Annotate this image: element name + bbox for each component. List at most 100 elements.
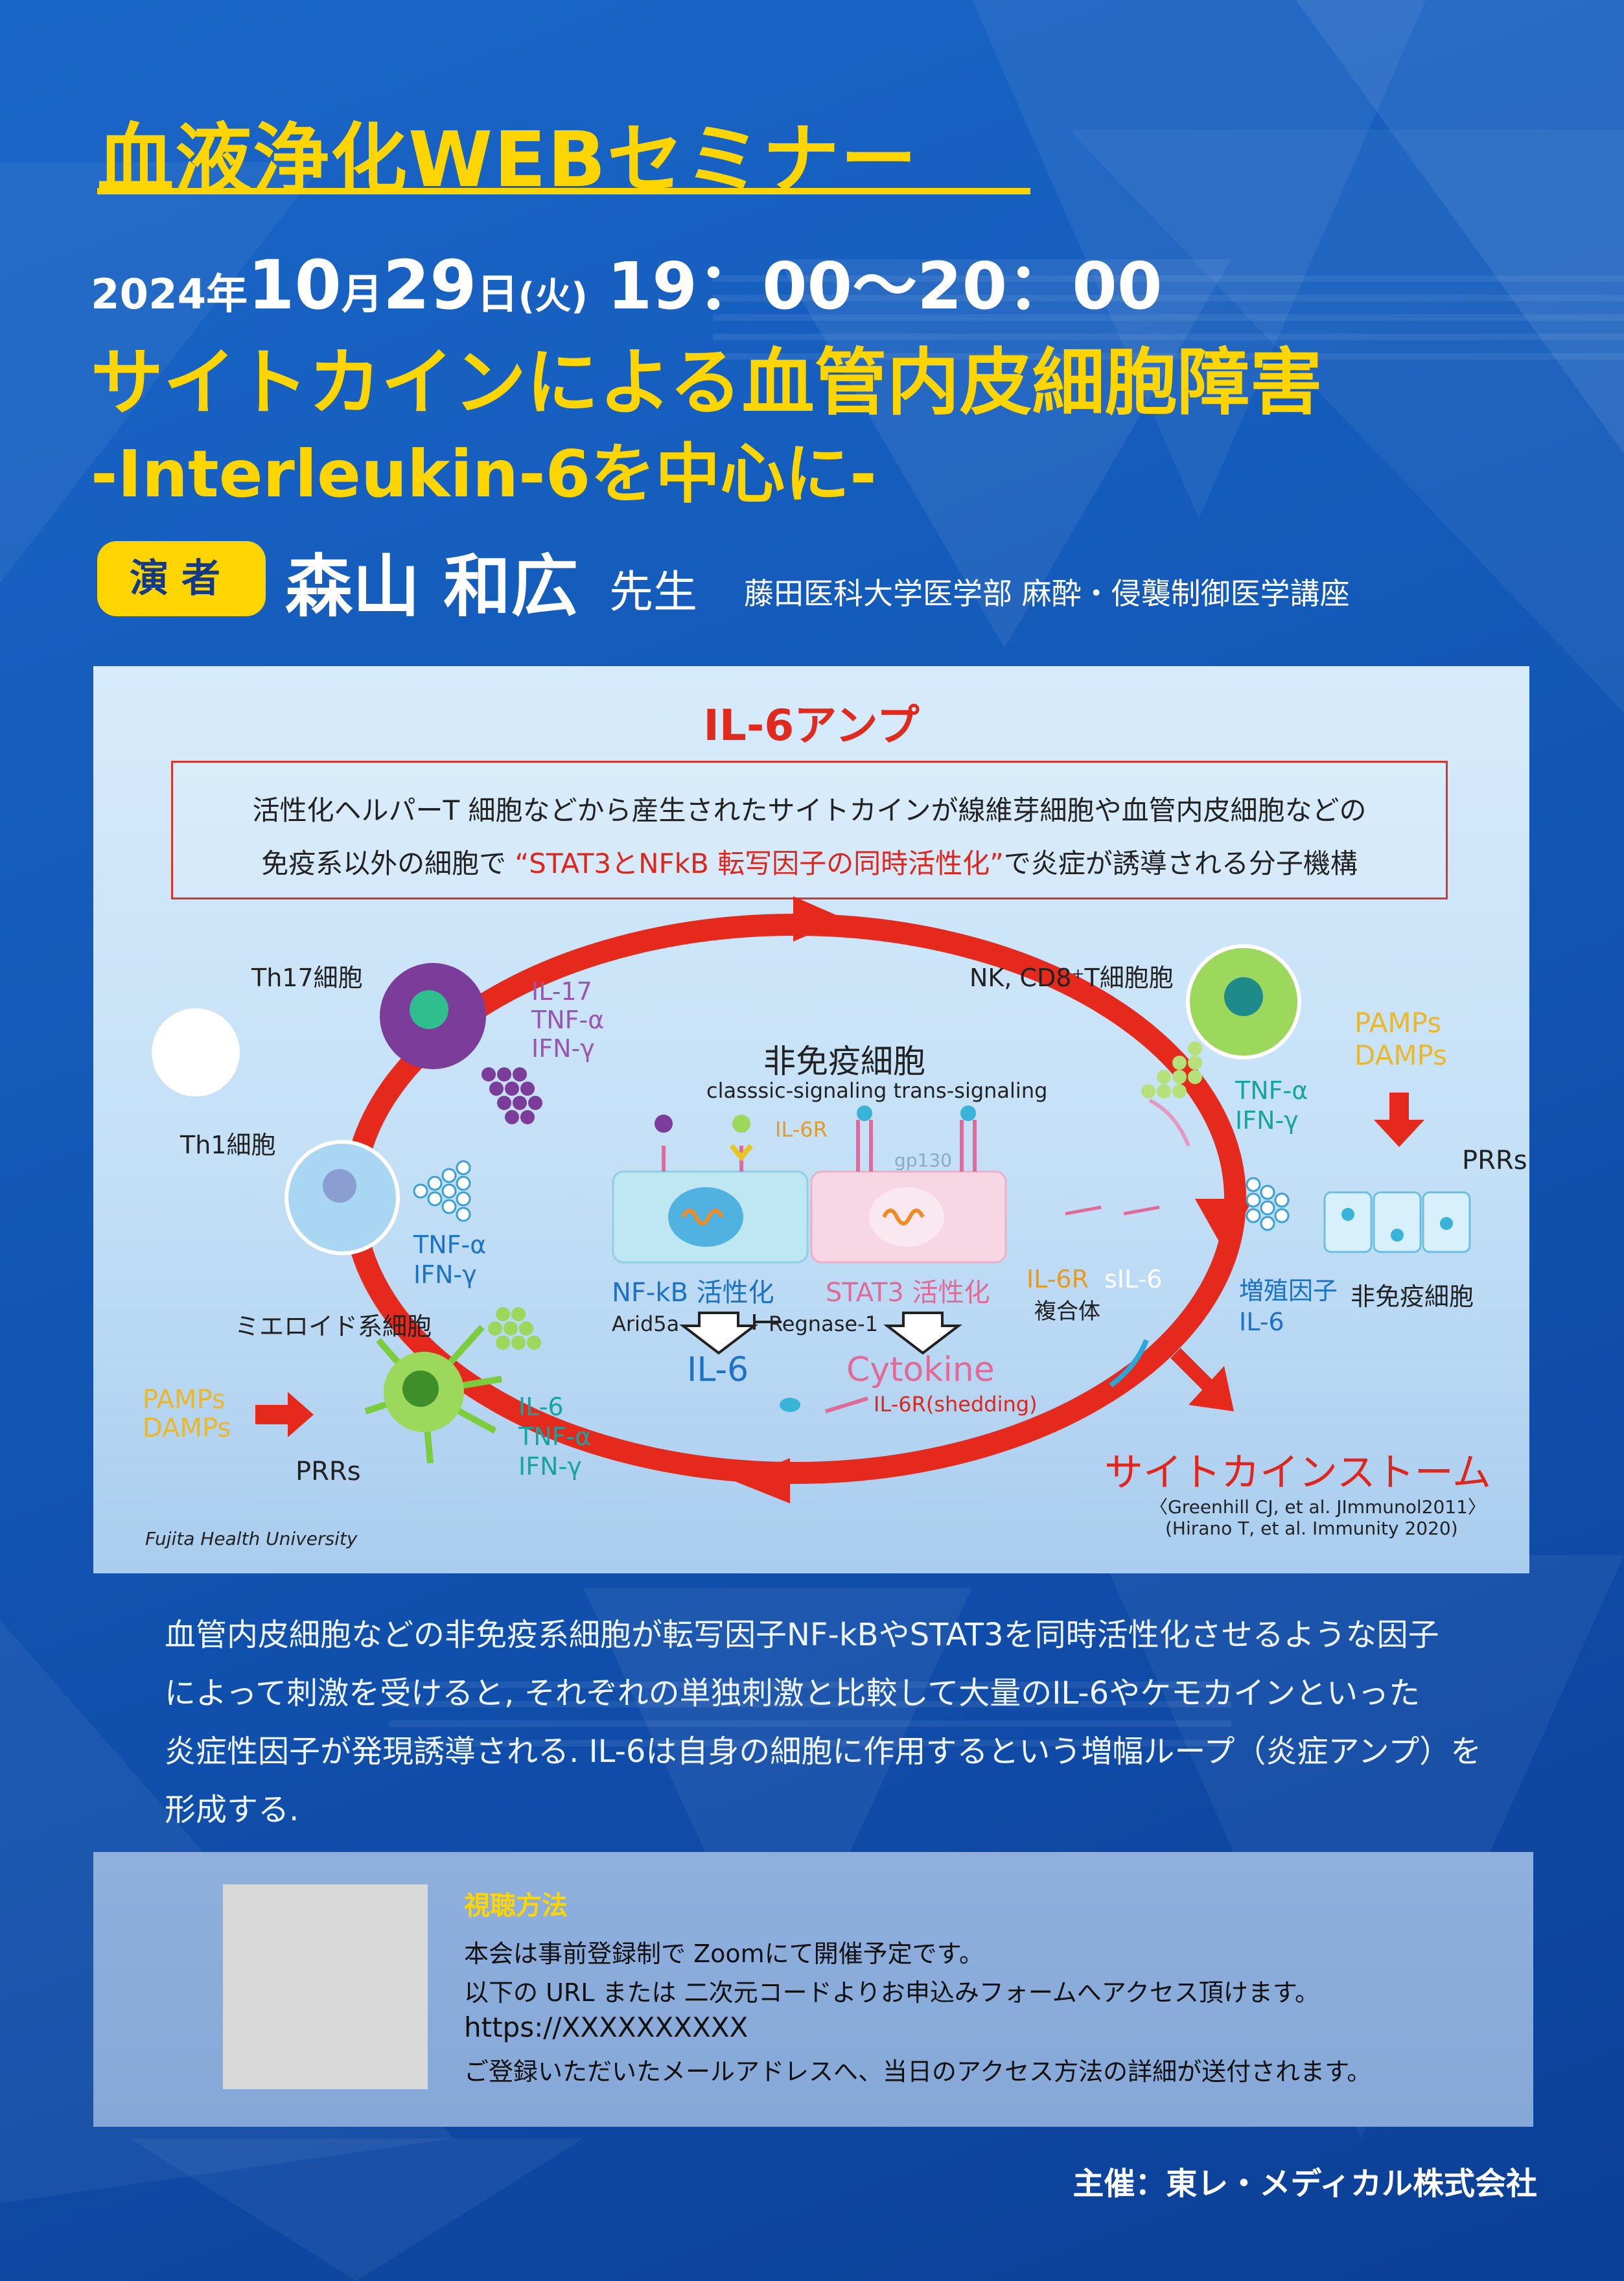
nk-cytokine-dots [1141,1041,1202,1098]
figure-title: IL-6アンプ [703,701,920,750]
label-myeloid: ミエロイド系細胞 [235,1312,432,1341]
label-signaling: classsic-signaling trans-signaling [706,1078,1048,1103]
label-pamps-left: PAMPs DAMPs [143,1385,231,1442]
registration-url-link[interactable]: https://XXXXXXXXXX [464,2011,748,2043]
label-stat3: STAT3 活性化 [826,1278,990,1308]
diagram-graphics [152,896,1471,1503]
date-year: 2024 [91,271,207,319]
label-myeloid-cytokines: IL-6 TNF-α IFN-γ [518,1392,591,1481]
label-il6-center: IL-6 [687,1350,749,1389]
date-weekday: (火) [518,275,588,318]
viewing-line-2: 以下の URL または 二次元コードよりお申込みフォームへアクセス頂けます。 [464,1978,1320,2007]
th17-cytokine-3: IFN-γ [531,1034,595,1063]
th17-cytokine-dots [481,1067,542,1124]
speaker-badge: 演者 [97,541,266,616]
myeloid-cytokine-dots [488,1307,541,1350]
label-cytokine-storm: サイトカインストーム [1104,1450,1491,1496]
il6-amp-figure: IL-6アンプ 活性化ヘルパーT 細胞などから産生されたサイトカインが線維芽細胞… [93,666,1529,1573]
viewing-line-1: 本会は事前登録制で Zoomにて開催予定です。 [464,1939,984,1968]
viewing-title: 視聴方法 [464,1891,568,1921]
label-il6r-shedding: IL-6R(shedding) [874,1392,1038,1417]
label-regnase: Regnase-1 [769,1312,878,1336]
storm-arrow-head [1189,1366,1234,1411]
label-pamps-right: PAMPs DAMPs [1354,1007,1447,1072]
arrow-arid5a [679,1312,758,1355]
label-gp130: gp130 [894,1150,952,1171]
reference-1: 〈Greenhill CJ, et al. JImmunol2011〉 [1150,1496,1486,1518]
damps-left: DAMPs [143,1413,231,1443]
loop-arrowhead-top [793,896,845,942]
description-line-3: 炎症性因子が発現誘導される. IL-6は自身の細胞に作用するという増幅ループ（炎… [165,1733,1482,1770]
speaker-name: 森山 和広 [285,547,579,626]
pamps-arrow-left [255,1392,314,1437]
nk-cytokine-1: TNF-α [1235,1076,1308,1105]
label-center-title: 非免疫細胞 [763,1043,925,1080]
label-il6r: IL-6R [775,1117,828,1142]
definition-text-b: で炎症が誘導される分子機構 [1003,848,1358,879]
definition-text-a: 免疫系以外の細胞で [261,848,515,879]
th1-cytokine-2: IFN-γ [413,1260,477,1289]
label-nfkb: NF-kB 活性化 [612,1278,774,1308]
label-cytokine: Cytokine [846,1350,995,1389]
nk-cytokine-2: IFN-γ [1235,1106,1299,1135]
title-underline [97,188,1030,194]
th1-cytokine-dots [413,1160,471,1222]
date-month-suffix: 月 [341,271,383,319]
label-th1-cytokines: TNF-α IFN-γ [413,1230,486,1290]
lecture-subtitle: -Interleukin-6を中心に- [91,436,877,512]
curved-arrow-pink [1148,1098,1190,1147]
arrow-regnase [883,1312,962,1355]
th17-cytokine-2: TNF-α [531,1006,605,1034]
description-line-1: 血管内皮細胞などの非免疫系細胞が転写因子NF-kBやSTAT3を同時活性化させる… [165,1617,1439,1653]
sponsor: 主催：東レ・メディカル株式会社 [1073,2166,1537,2202]
date-day: 29 [382,246,477,325]
definition-box: 活性化ヘルパーT 細胞などから産生されたサイトカインが線維芽細胞や血管内皮細胞な… [171,761,1448,899]
loop-arrowhead-bottom [735,1458,790,1503]
reference-2: (Hirano T, et al. Immunity 2020) [1165,1518,1458,1539]
speaker-affiliation: 藤田医科大学医学部 麻酔・侵襲制御医学講座 [744,576,1350,611]
description: 血管内皮細胞などの非免疫系細胞が転写因子NF-kBやSTAT3を同時活性化させる… [165,1606,1482,1839]
label-complex: 複合体 [1034,1299,1100,1325]
date-time: 2024年10月29日(火)19：00〜20：00 [91,233,1162,327]
growth-factor: 増殖因子 [1239,1277,1338,1305]
description-line-2: によって刺激を受けると, それぞれの単独刺激と比較して大量のIL-6やケモカイン… [165,1675,1421,1711]
label-th17: Th17細胞 [251,964,363,992]
label-nk: NK, CD8⁺T細胞胞 [969,964,1174,992]
label-prrs-left: PRRs [296,1457,361,1487]
date-month: 10 [248,246,342,325]
label-th1: Th1細胞 [180,1131,276,1159]
label-sil6: sIL-6 [1104,1265,1163,1293]
definition-highlight: “STAT3とNFkB 転写因子の同時活性化” [515,848,1004,879]
damps-right: DAMPs [1354,1039,1448,1071]
myeloid-cytokine-3: IFN-γ [518,1452,582,1481]
label-prrs-right: PRRs [1462,1146,1527,1175]
figure-credit: Fujita Health University [145,1528,358,1549]
non-immune-cells-right [1323,1191,1471,1253]
pamps-arrow-right [1374,1093,1424,1147]
definition-line-1: 活性化ヘルパーT 細胞などから産生されたサイトカインが線維芽細胞や血管内皮細胞な… [252,794,1367,826]
lecture-title: サイトカインによる血管内皮細胞障害 [91,341,1323,425]
th1-cytokine-1: TNF-α [413,1231,487,1259]
myeloid-cytokine-2: TNF-α [518,1422,592,1451]
speaker-honorific: 先生 [609,567,698,618]
th17-nucleus [410,990,448,1029]
nk-nucleus [1224,977,1263,1016]
label-il6r-complex: IL-6R [1027,1265,1089,1293]
description-line-4: 形成する. [165,1792,299,1828]
curved-arrow-blue [1109,1339,1149,1388]
event-time: 19：00〜20：00 [607,248,1163,324]
label-growth-factor: 増殖因子 IL-6 [1239,1275,1338,1337]
th17-cytokine-1: IL-17 [531,977,592,1006]
date-year-suffix: 年 [206,271,248,319]
label-arid5a: Arid5a [612,1312,680,1336]
qr-code-placeholder[interactable] [223,1884,428,2089]
nucleus-stat3 [869,1187,944,1247]
definition-line-2: 免疫系以外の細胞で “STAT3とNFkB 転写因子の同時活性化”で炎症が誘導さ… [173,842,1446,881]
th1-nucleus [323,1169,356,1203]
growth-il6: IL-6 [1239,1308,1284,1336]
label-th17-cytokines: IL-17 TNF-α IFN-γ [531,977,604,1063]
pamps-left: PAMPs [143,1385,226,1415]
viewing-info-box: 視聴方法 本会は事前登録制で Zoomにて開催予定です。 以下の URL または… [93,1852,1533,2127]
nucleus-nfkb [668,1187,743,1247]
